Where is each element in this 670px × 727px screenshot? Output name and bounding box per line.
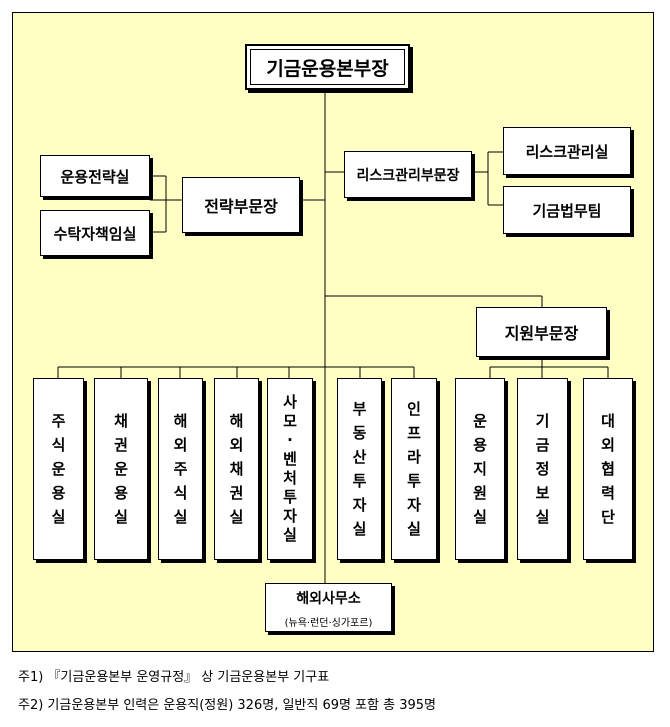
unit-char: 사 <box>283 393 297 411</box>
unit-char: · <box>287 431 293 449</box>
unit-char: 단 <box>601 508 615 526</box>
unit-char: 해 <box>173 412 188 430</box>
unit-char: 보 <box>535 484 550 502</box>
unit-char: 외 <box>173 436 188 454</box>
unit-char: 원 <box>473 484 487 502</box>
unit-char: 산 <box>352 448 367 466</box>
unit-char: 금 <box>535 436 550 454</box>
unit-char: 실 <box>407 520 421 538</box>
unit-char: 권 <box>229 484 244 502</box>
risk-head-label: 리스크관리부문장 <box>356 167 460 184</box>
unit-char: 주 <box>51 412 66 430</box>
support-head-box: 지원부문장 <box>476 307 607 357</box>
unit-box-legal: 기금법무팀 <box>503 186 631 234</box>
unit-box-stewardship: 수탁자책임실 <box>40 210 150 256</box>
unit-char: 자 <box>283 507 297 525</box>
unit-char: 기 <box>535 412 550 430</box>
support-head-label: 지원부문장 <box>504 324 579 343</box>
unit-label: 리스크관리실 <box>525 142 609 161</box>
unit-box-risk-mgmt: 리스크관리실 <box>503 127 631 175</box>
unit-char: 실 <box>473 508 487 526</box>
unit-char: 인 <box>407 400 421 418</box>
unit-char: 투 <box>352 472 367 490</box>
unit-char: 실 <box>283 526 297 544</box>
unit-box-strategy-ops: 운용전략실 <box>40 155 150 197</box>
unit-char: 라 <box>407 448 421 466</box>
unit-char: 실 <box>51 508 66 526</box>
footnote-2: 주2) 기금운용본부 인력은 운용직(정원) 326명, 일반직 69명 포함 … <box>18 698 437 713</box>
unit-char: 처 <box>283 469 297 487</box>
unit-char: 자 <box>352 496 367 514</box>
unit-char: 부 <box>352 400 367 418</box>
unit-char: 운 <box>473 412 487 430</box>
overseas-office-box: 해외사무소 (뉴욕·런던·싱가포르) <box>265 583 392 632</box>
unit-char: 동 <box>352 424 367 442</box>
unit-char: 대 <box>601 412 615 430</box>
unit-char: 투 <box>407 472 421 490</box>
unit-char: 정 <box>535 460 550 478</box>
unit-char: 협 <box>601 460 615 478</box>
unit-char: 식 <box>173 484 188 502</box>
unit-char: 지 <box>473 460 487 478</box>
unit-char: 운 <box>114 460 128 478</box>
head-label: 기금운용본부장 <box>266 57 389 80</box>
unit-char: 식 <box>51 436 66 454</box>
unit-label: 수탁자책임실 <box>53 224 137 243</box>
unit-char: 실 <box>173 508 188 526</box>
unit-label: 기금법무팀 <box>532 201 602 220</box>
unit-char: 력 <box>601 484 615 502</box>
unit-char: 권 <box>114 436 128 454</box>
unit-char: 용 <box>114 484 128 502</box>
unit-char: 채 <box>229 460 244 478</box>
unit-char: 벤 <box>283 450 297 468</box>
strategy-head-box: 전략부문장 <box>182 177 300 233</box>
unit-char: 운 <box>51 460 66 478</box>
unit-char: 채 <box>114 412 128 430</box>
unit-char: 투 <box>283 488 297 506</box>
unit-char: 해 <box>229 412 244 430</box>
unit-char: 실 <box>352 520 367 538</box>
unit-char: 실 <box>114 508 128 526</box>
unit-char: 자 <box>407 496 421 514</box>
strategy-head-label: 전략부문장 <box>204 197 278 216</box>
unit-char: 실 <box>229 508 244 526</box>
unit-char: 용 <box>51 484 66 502</box>
unit-label: 운용전략실 <box>60 167 130 186</box>
unit-char: 프 <box>407 424 421 442</box>
unit-char: 실 <box>535 508 550 526</box>
unit-char: 외 <box>601 436 615 454</box>
unit-char: 주 <box>173 460 188 478</box>
head-box: 기금운용본부장 <box>245 44 410 90</box>
unit-char: 외 <box>229 436 244 454</box>
unit-char: 용 <box>473 436 487 454</box>
footnote-1: 주1) 『기금운용본부 운영규정』 상 기금운용본부 기구표 <box>18 670 330 685</box>
overseas-office-label: 해외사무소 <box>296 591 361 607</box>
risk-head-box: 리스크관리부문장 <box>344 151 472 198</box>
unit-char: 모 <box>283 412 297 430</box>
overseas-cities-label: (뉴욕·런던·싱가포르) <box>284 618 373 629</box>
